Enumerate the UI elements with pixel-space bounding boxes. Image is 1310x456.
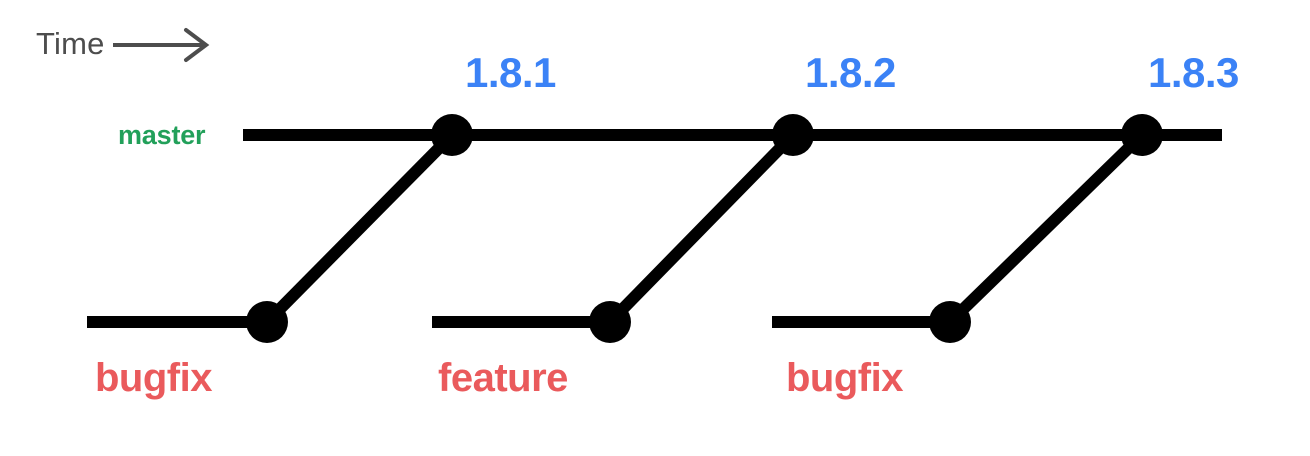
- master-branch-label: master: [118, 120, 206, 150]
- version-tag-3: 1.8.3: [1148, 49, 1239, 96]
- time-axis-arrow: [113, 28, 210, 62]
- merge-line-feature: [605, 130, 798, 327]
- time-axis-label: Time: [36, 26, 105, 61]
- commit-node-1.8.2[interactable]: [772, 114, 814, 156]
- version-tag-2: 1.8.2: [805, 49, 896, 96]
- commit-node-bugfix-1[interactable]: [246, 301, 288, 343]
- branch-label-bugfix-2: bugfix: [786, 356, 903, 400]
- merge-line-bugfix-2: [945, 130, 1147, 327]
- branch-label-bugfix-1: bugfix: [95, 356, 212, 400]
- commit-node-1.8.1[interactable]: [431, 114, 473, 156]
- merge-line-bugfix-1: [262, 130, 457, 327]
- version-tag-1: 1.8.1: [465, 49, 556, 96]
- branch-label-feature: feature: [438, 356, 568, 400]
- commit-node-1.8.3[interactable]: [1121, 114, 1163, 156]
- commit-node-feature[interactable]: [589, 301, 631, 343]
- commit-node-bugfix-2[interactable]: [929, 301, 971, 343]
